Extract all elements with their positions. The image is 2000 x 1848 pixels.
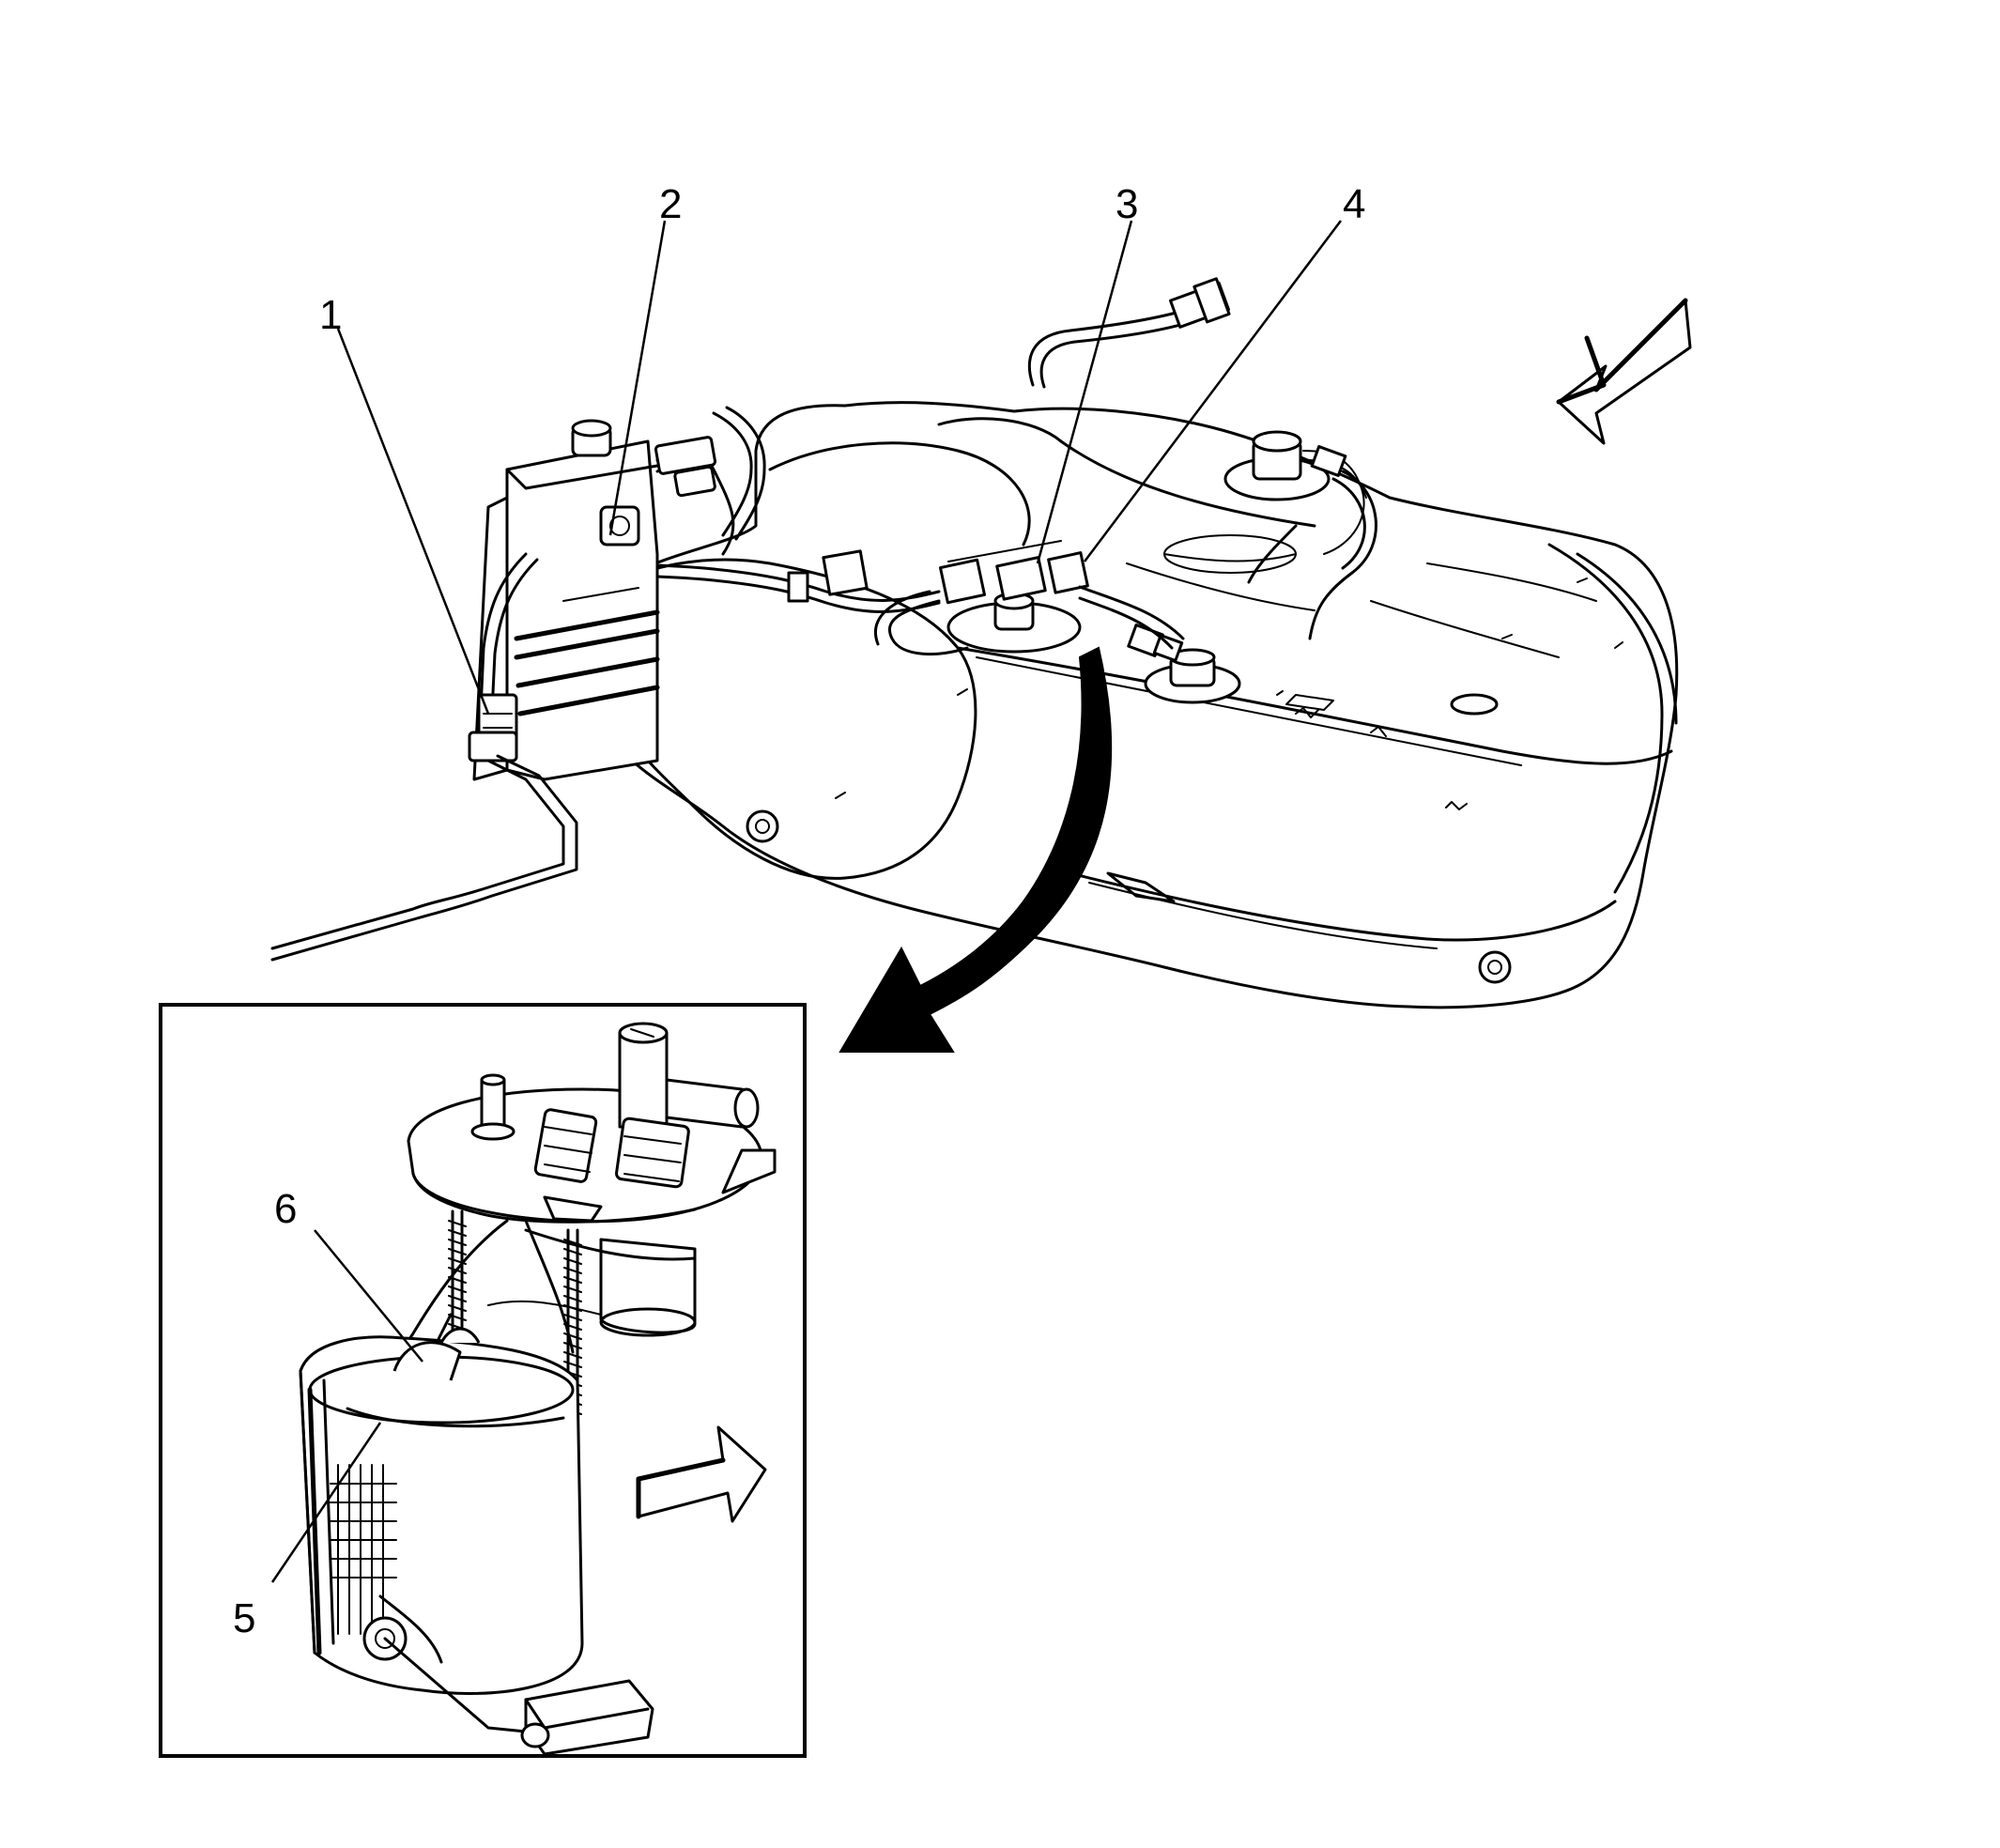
leader-6 bbox=[314, 1229, 423, 1363]
module-flange bbox=[407, 1022, 777, 1224]
callout-3: 3 bbox=[1115, 181, 1138, 227]
module-reservoir-upper bbox=[524, 1228, 697, 1337]
module-electrical-connector bbox=[533, 1108, 690, 1189]
fuel-pump-module-flange bbox=[938, 540, 1089, 654]
heat-shield-tab bbox=[1106, 871, 1176, 903]
fuel-tank bbox=[593, 401, 1679, 1009]
leader-1 bbox=[336, 328, 490, 715]
leader-3 bbox=[1036, 220, 1133, 564]
callout-labels: 1 2 3 4 5 6 bbox=[233, 181, 1365, 1641]
leader-4 bbox=[1084, 220, 1342, 562]
mounting-boss-front bbox=[746, 809, 779, 843]
fuel-sender-right bbox=[1127, 624, 1241, 704]
leader-5 bbox=[270, 1422, 382, 1583]
callout-4: 4 bbox=[1343, 181, 1365, 227]
leader-2 bbox=[608, 220, 667, 536]
secondary-fuel-sender bbox=[1223, 430, 1367, 555]
callout-6: 6 bbox=[274, 1186, 297, 1232]
curved-detail-arrow-icon bbox=[838, 646, 1113, 1053]
fuel-pump-reservoir bbox=[299, 1327, 584, 1695]
line-clip bbox=[787, 549, 869, 603]
callout-5: 5 bbox=[233, 1595, 255, 1641]
callout-leaders bbox=[270, 220, 1342, 1583]
callout-1: 1 bbox=[319, 292, 342, 338]
front-direction-arrow-icon bbox=[636, 1425, 767, 1523]
detail-inset bbox=[159, 1003, 807, 1758]
fuel-level-float bbox=[520, 1679, 654, 1756]
callout-2: 2 bbox=[659, 181, 682, 227]
top-boss bbox=[1285, 693, 1499, 716]
mounting-boss-rear bbox=[1478, 950, 1512, 984]
front-direction-arrow-icon bbox=[1556, 298, 1692, 445]
fuel-level-sensor bbox=[362, 1594, 654, 1756]
vapor-line-fitting bbox=[1168, 277, 1231, 329]
fuel-tank-assembly bbox=[270, 277, 1679, 1009]
